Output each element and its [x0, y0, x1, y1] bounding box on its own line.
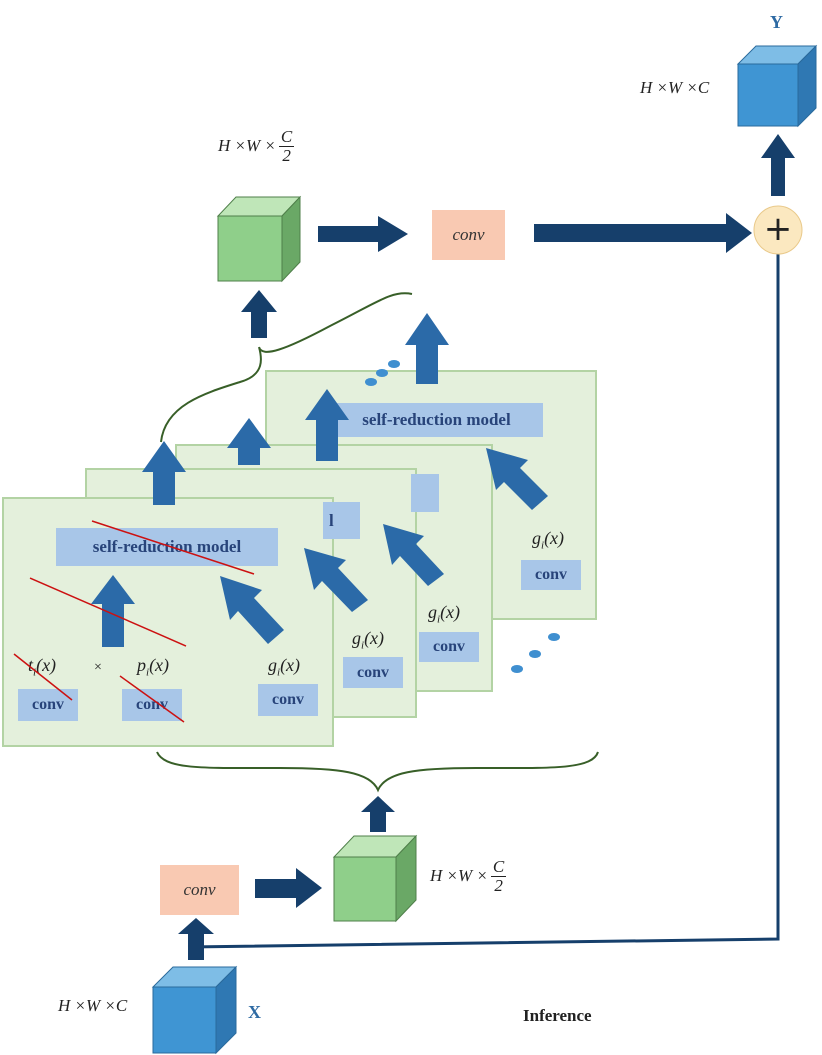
- flow-arrows-horizontal: [255, 213, 752, 908]
- conv-bottom: conv: [160, 865, 239, 915]
- adder-circle: [753, 205, 803, 255]
- top-brace: [160, 292, 413, 443]
- self-reduction-box-1: self-reduction model: [56, 528, 278, 566]
- panel-internal-arrows: [91, 448, 548, 647]
- panel-output-arrows: [142, 313, 449, 505]
- ellipsis-dots: [365, 360, 560, 673]
- input-cube: [151, 965, 238, 1055]
- strike-lines: [13, 520, 255, 723]
- self-reduction-box-4: self-reduction model: [330, 403, 543, 437]
- self-reduction-box-3: [411, 474, 439, 512]
- g-function-label-4: gi(x): [532, 528, 565, 552]
- conv-box-3: conv: [419, 632, 479, 662]
- times-symbol: ×: [94, 660, 102, 675]
- self-reduction-box-2: l: [323, 502, 360, 539]
- t-function-label: ti(x): [28, 655, 57, 679]
- g-function-label-1: gi(x): [268, 655, 301, 679]
- input-dims-label: H ×W ×C: [58, 996, 128, 1015]
- input-label-x: X: [248, 1002, 261, 1022]
- bottom-brace: [156, 751, 599, 793]
- plus-icon: +: [763, 209, 793, 249]
- conv-box-p: conv: [122, 689, 182, 721]
- output-dims-label: H ×W ×C: [640, 78, 710, 97]
- inference-caption: Inference: [523, 1006, 592, 1025]
- conv-box-2: conv: [343, 657, 403, 688]
- top-half-cube: [216, 195, 302, 283]
- bottom-half-cube: [332, 834, 418, 923]
- g-function-label-3: gi(x): [428, 602, 461, 626]
- conv-top: conv: [432, 210, 505, 260]
- output-cube: [736, 44, 818, 128]
- skip-connection-line: [187, 252, 780, 949]
- conv-box-4: conv: [521, 560, 581, 590]
- output-label-y: Y: [770, 12, 783, 32]
- p-function-label: pi(x): [137, 655, 170, 679]
- conv-box-g: conv: [258, 684, 318, 716]
- conv-box-t: conv: [18, 689, 78, 721]
- g-function-label-2: gi(x): [352, 628, 385, 652]
- flow-arrows-vertical: [178, 134, 795, 960]
